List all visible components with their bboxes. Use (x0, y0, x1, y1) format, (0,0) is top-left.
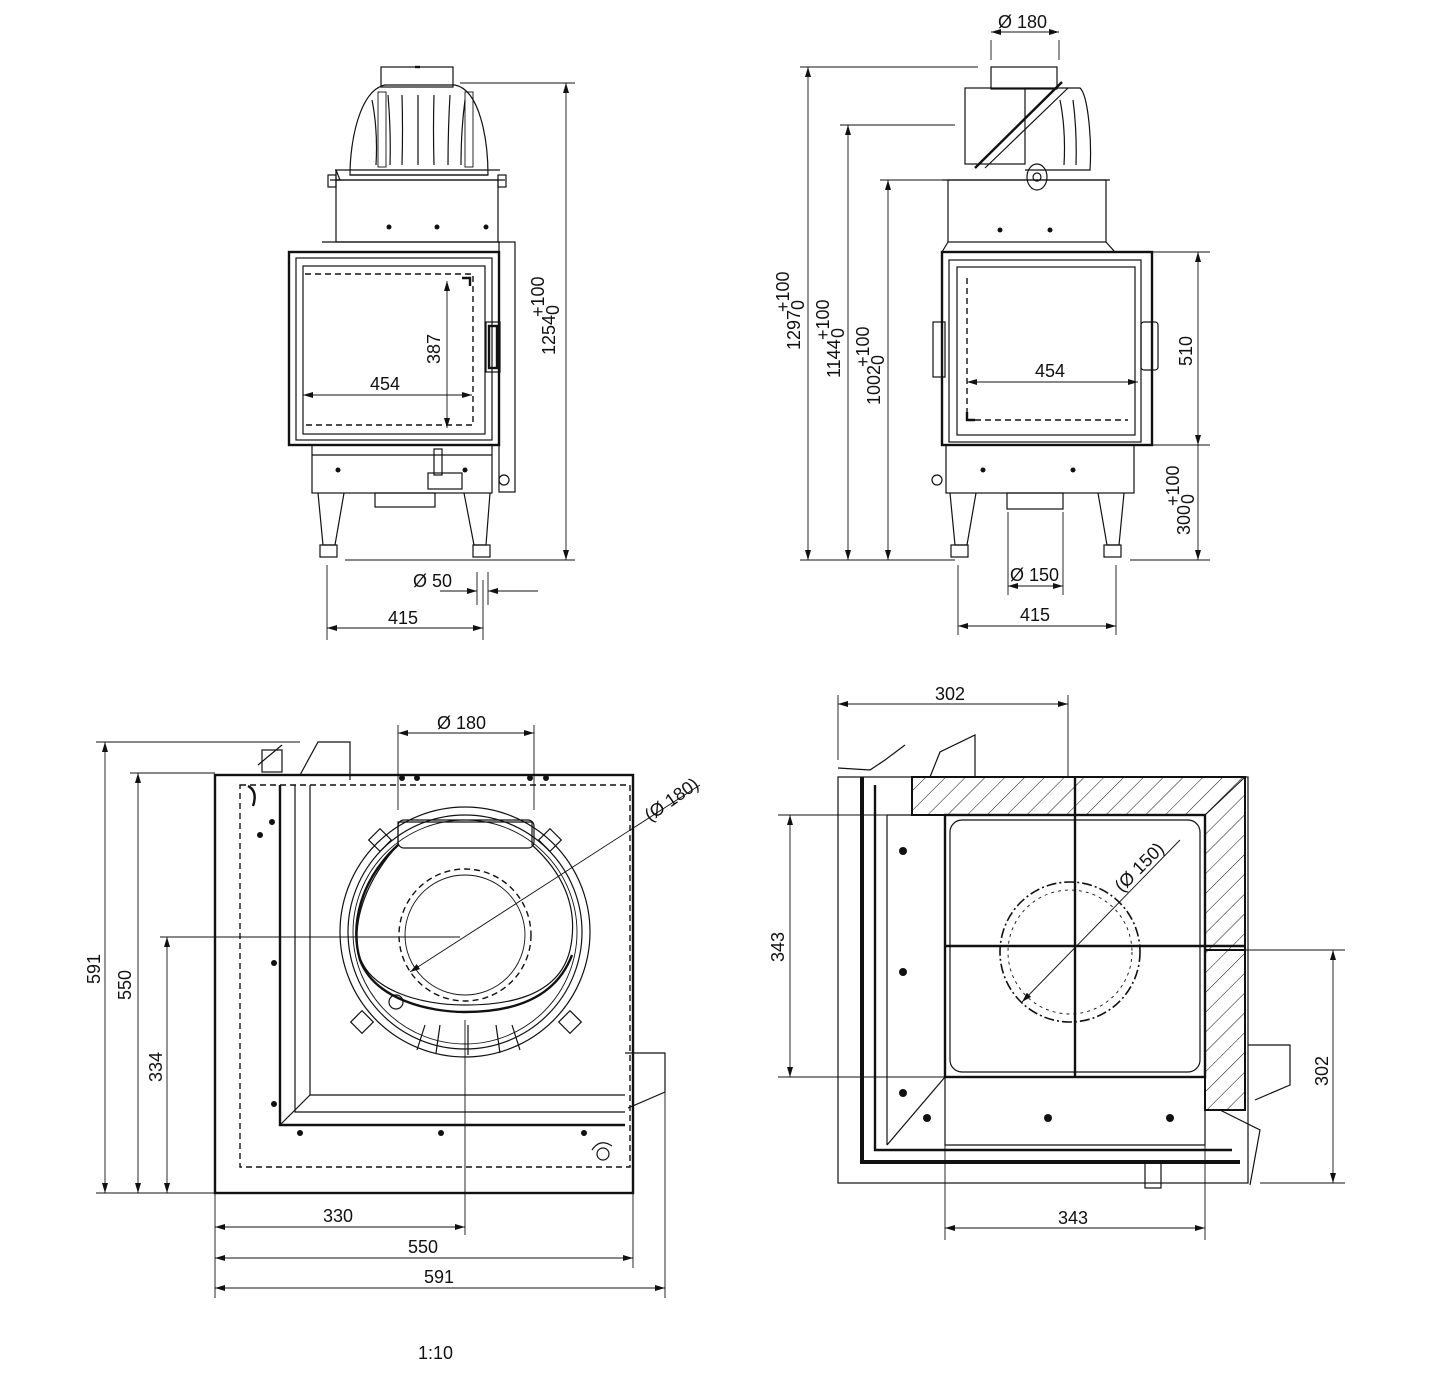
side-flue-diameter: Ø 180 (998, 12, 1047, 32)
bottom-air-inlet (999, 881, 1141, 1023)
side-lower-body (945, 444, 1135, 494)
top-flue-diameter-alt: (Ø 180) (641, 774, 702, 825)
side-height-300: 300 (1174, 505, 1194, 535)
side-height-300-tol-upper: +100 (1163, 465, 1183, 506)
side-height-1297: 1297 (784, 310, 804, 350)
top-flue-ring (339, 806, 591, 1058)
front-left-leg (317, 492, 345, 546)
top-outer-body (213, 773, 635, 1195)
top-flue-inner (398, 868, 532, 1002)
bottom-top-302: 302 (935, 684, 965, 704)
front-right-leg (463, 492, 491, 546)
front-door-handle (485, 321, 501, 373)
side-convection-dome (1025, 87, 1092, 171)
side-flue-collar (990, 66, 1058, 90)
bottom-insulation-top (911, 776, 1246, 951)
side-inlet-diameter: Ø 150 (1010, 565, 1059, 585)
front-height-387: 387 (424, 334, 444, 364)
front-door-frame (287, 250, 501, 447)
side-height-1144-tol-lower: 0 (828, 328, 848, 338)
side-glass-outline (966, 278, 1128, 421)
side-height-1144-tol-upper: +100 (813, 299, 833, 340)
side-width-415: 415 (1020, 605, 1050, 625)
top-view (213, 741, 666, 1195)
front-height-1254: 1254 (539, 315, 559, 355)
bottom-depth-343: 343 (768, 932, 788, 962)
bottom-depth-302: 302 (1312, 1056, 1332, 1086)
side-door-frame (940, 250, 1154, 447)
front-width-415: 415 (388, 608, 418, 628)
side-height-1002-tol-lower: 0 (868, 355, 888, 365)
bottom-width-343: 343 (1058, 1208, 1088, 1228)
top-depth-334: 334 (146, 1052, 166, 1082)
drawing-scale: 1:10 (418, 1343, 453, 1363)
top-flue-socket (397, 819, 535, 849)
top-width-550: 550 (408, 1237, 438, 1257)
side-door-handle (1140, 321, 1159, 371)
side-right-leg (1097, 492, 1125, 546)
bottom-insulation-right (1204, 949, 1246, 1111)
side-height-1144: 1144 (824, 339, 844, 378)
front-height-1254-tol-upper: +100 (528, 276, 548, 317)
front-glass-outline (305, 273, 474, 426)
front-height-1254-tol-lower: 0 (543, 305, 563, 315)
side-height-300-tol-lower: 0 (1178, 494, 1198, 504)
front-flue-diameter: Ø 50 (413, 571, 452, 591)
top-depth-550: 550 (115, 970, 135, 1000)
front-convection-dome (349, 84, 489, 176)
bottom-inlet-diameter-alt: (Ø 150) (1111, 839, 1168, 896)
front-upper-body (335, 179, 499, 243)
top-width-330: 330 (323, 1206, 353, 1226)
side-upper-body (947, 179, 1107, 243)
top-view-dimensions: Ø 180 (Ø 180) 591 550 334 330 550 591 (84, 713, 702, 1298)
bottom-view (837, 734, 1291, 1189)
front-flue-collar (380, 66, 454, 88)
side-left-leg (949, 492, 977, 546)
bottom-view-dimensions: 302 343 302 343 (Ø 150) (768, 684, 1345, 1240)
side-width-454: 454 (1035, 361, 1065, 381)
side-height-1297-tol-lower: 0 (788, 300, 808, 310)
side-view (931, 66, 1159, 558)
side-height-1002: 1002 (864, 365, 884, 405)
front-width-454: 454 (370, 374, 400, 394)
side-height-1002-tol-upper: +100 (853, 326, 873, 367)
side-view-dimensions: Ø 180 1297 +100 0 1144 +100 0 1002 +100 … (773, 12, 1210, 635)
front-view (287, 65, 516, 558)
front-view-dimensions: 1254 +100 0 387 454 Ø 50 415 (303, 82, 575, 640)
side-height-510: 510 (1176, 336, 1196, 366)
top-width-591: 591 (424, 1267, 454, 1287)
top-flue-diameter: Ø 180 (437, 713, 486, 733)
top-depth-591: 591 (84, 954, 104, 984)
side-height-1297-tol-upper: +100 (773, 271, 793, 312)
